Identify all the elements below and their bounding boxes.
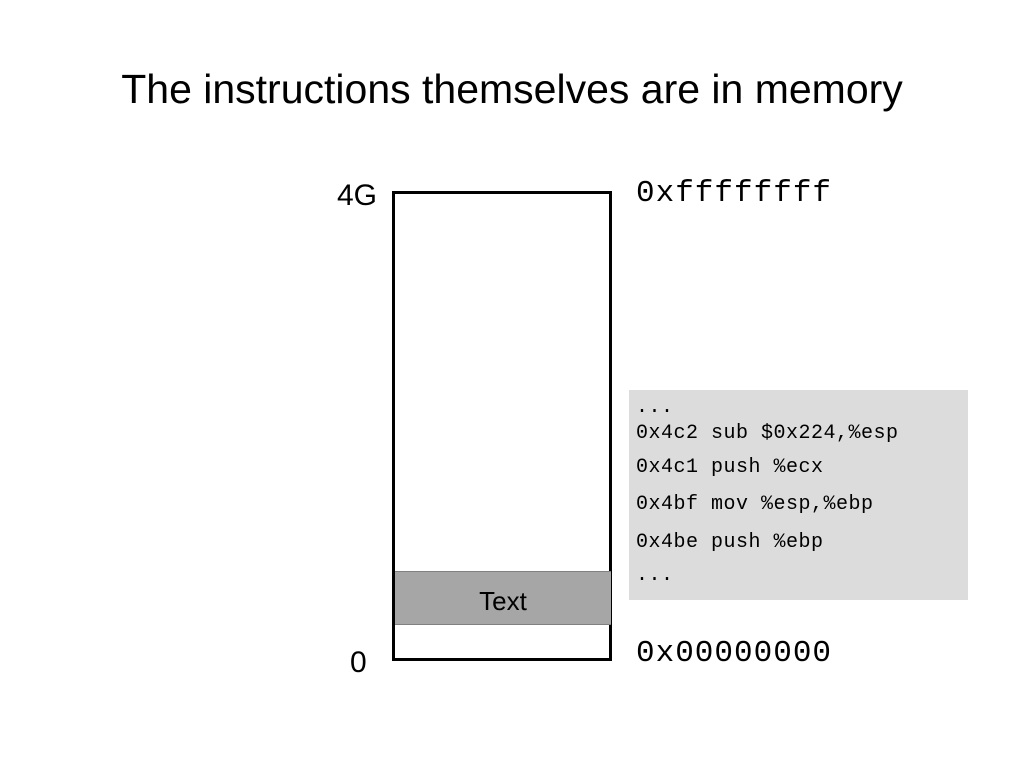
code-line: 0x4be push %ebp <box>636 531 824 554</box>
code-line: 0x4bf mov %esp,%ebp <box>636 493 874 516</box>
top-address: 0xffffffff <box>636 176 833 211</box>
text-segment: Text <box>395 571 611 625</box>
code-line: ... <box>636 564 674 587</box>
slide-title: The instructions themselves are in memor… <box>121 66 903 112</box>
text-segment-label: Text <box>479 586 527 616</box>
memory-box <box>392 191 612 661</box>
code-line: 0x4c1 push %ecx <box>636 456 824 479</box>
instruction-listing: ... 0x4c2 sub $0x224,%esp 0x4c1 push %ec… <box>629 390 968 600</box>
top-size-label: 4G <box>337 179 378 212</box>
code-line: 0x4c2 sub $0x224,%esp <box>636 422 899 445</box>
code-line: ... <box>636 396 674 419</box>
bottom-size-label: 0 <box>350 646 367 679</box>
bottom-address: 0x00000000 <box>636 636 833 671</box>
